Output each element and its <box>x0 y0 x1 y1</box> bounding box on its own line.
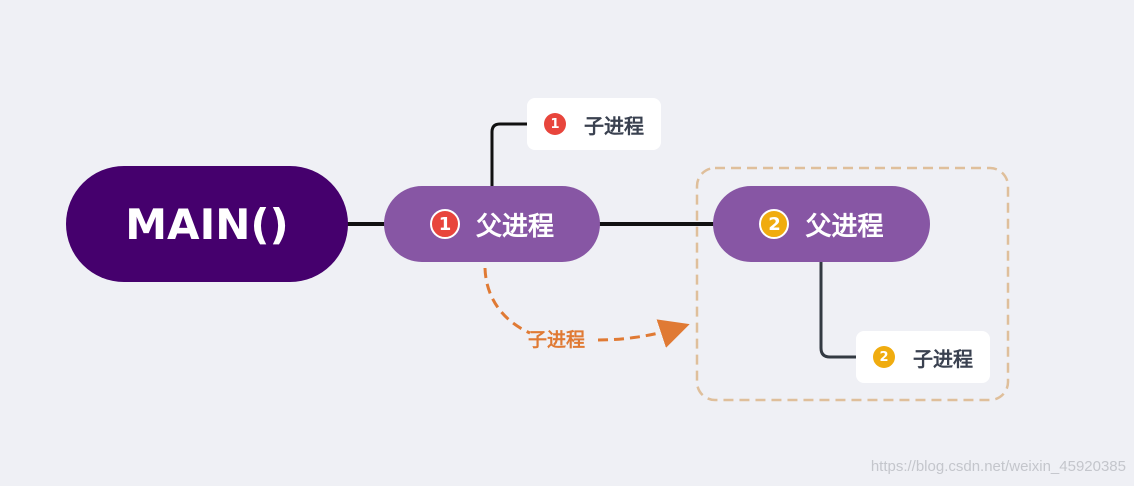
edge-parent2-to-child2 <box>819 260 858 359</box>
child-step-1-badge: 1 <box>544 113 566 135</box>
fork-arrow <box>483 267 531 335</box>
parent-process-node-1: 1 父进程 <box>384 186 600 262</box>
main-node-label: MAIN() <box>125 199 289 249</box>
child-step-2-badge: 2 <box>873 346 895 368</box>
parent-process-1-label: 父进程 <box>475 211 554 242</box>
edge-parent1-to-child1 <box>490 122 529 188</box>
fork-arrow-label: 子进程 <box>528 329 586 351</box>
parent-process-2-label: 父进程 <box>805 211 884 242</box>
watermark-url: https://blog.csdn.net/weixin_45920385 <box>870 458 1126 475</box>
group-box <box>695 166 1010 402</box>
child-process-node-2: 2 子进程 <box>856 331 990 383</box>
main-node: MAIN() <box>66 166 348 282</box>
child-process-node-1: 1 子进程 <box>527 98 661 150</box>
step-2-badge: 2 <box>759 209 790 239</box>
fork-arrow-tail <box>597 319 690 348</box>
parent-process-node-2: 2 父进程 <box>713 186 930 262</box>
child-process-1-label: 子进程 <box>584 113 644 138</box>
step-1-badge: 1 <box>429 209 460 239</box>
child-process-2-label: 子进程 <box>913 346 973 371</box>
